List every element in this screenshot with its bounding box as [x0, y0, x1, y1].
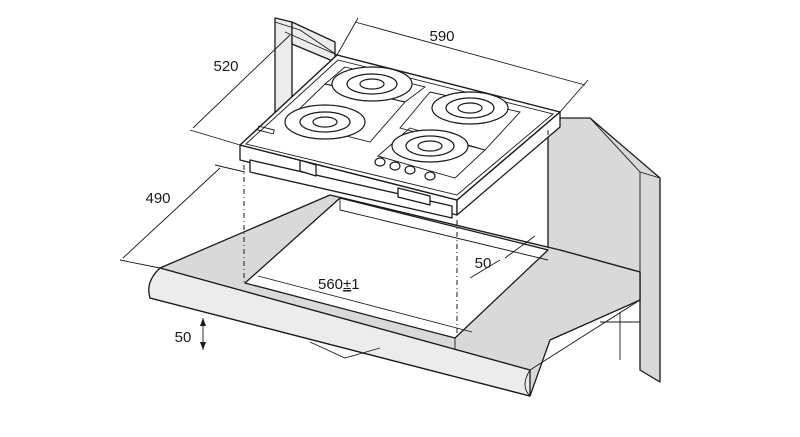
- dimension-rear-clearance: 50: [469, 235, 536, 279]
- dimension-cutout-width: 560±1: [257, 275, 473, 333]
- rear-clearance-label: 50: [475, 255, 492, 272]
- dimension-cutout-depth: 490: [119, 164, 246, 269]
- countertop-cutout: [244, 197, 549, 359]
- dimension-depth: 520: [189, 31, 338, 146]
- burner-front-right: [391, 129, 469, 163]
- depth-label: 520: [213, 58, 238, 75]
- hob-casing: [249, 159, 453, 219]
- knob-2: [389, 161, 401, 171]
- front-clearance-label: 50: [175, 329, 192, 346]
- burner-rear-right: [431, 91, 509, 125]
- projection-lines: [243, 21, 549, 338]
- cutout-depth-label: 490: [145, 190, 170, 207]
- width-label: 590: [429, 28, 454, 45]
- dimension-width: 590: [336, 17, 589, 113]
- knob-4: [424, 171, 436, 181]
- dimension-front-clearance: 50: [175, 318, 206, 350]
- knob-1: [374, 157, 386, 167]
- burner-rear-left: [331, 66, 413, 102]
- control-knobs: [374, 157, 436, 181]
- burner-front-left: [284, 104, 366, 140]
- cutout-width-label: 560±1: [318, 276, 360, 293]
- side-wall-panel: [547, 117, 661, 383]
- hob-appliance: [239, 54, 561, 219]
- knob-3: [404, 165, 416, 175]
- hob-bracket: [397, 187, 431, 206]
- brand-plate: [257, 125, 275, 135]
